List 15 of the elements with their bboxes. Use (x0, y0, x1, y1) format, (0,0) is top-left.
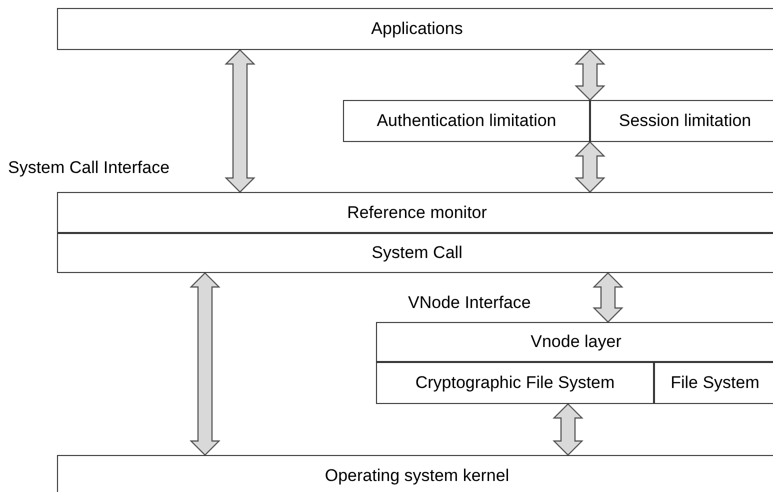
double-arrow (574, 141, 606, 193)
layer-box: Operating system kernel (57, 455, 773, 492)
double-arrow (190, 272, 220, 456)
layer-box: File System (654, 362, 773, 404)
double-arrow (574, 49, 606, 101)
layer-box: System Call (57, 233, 773, 273)
layer-box: Session limitation (590, 100, 773, 142)
layer-box: Reference monitor (57, 192, 773, 233)
layer-box: Vnode layer (376, 322, 773, 362)
double-arrow (592, 272, 624, 323)
layer-box: Authentication limitation (343, 100, 590, 142)
double-arrow (552, 403, 584, 456)
layer-box: Applications (57, 8, 773, 50)
double-arrow (224, 49, 256, 193)
layer-box: Cryptographic File System (376, 362, 654, 404)
